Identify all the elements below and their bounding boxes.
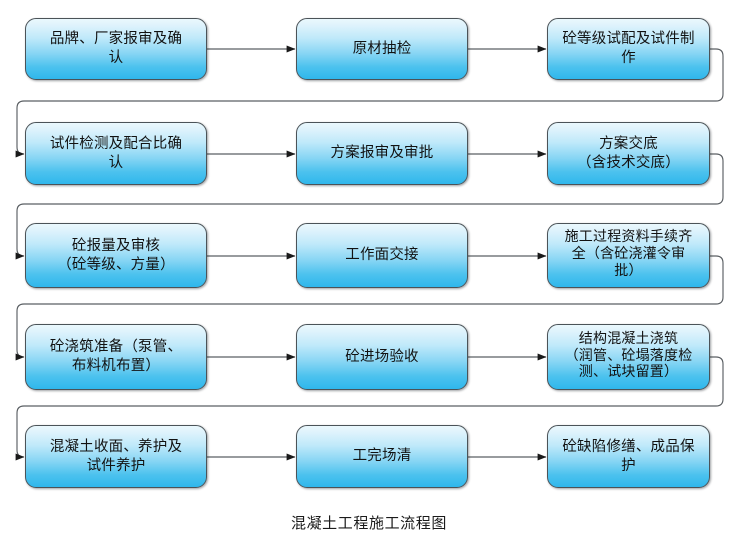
process-box-n13[interactable]: 混凝土收面、养护及 试件养护 [25,425,207,488]
process-box-n5[interactable]: 方案报审及审批 [296,122,468,185]
process-box-n8[interactable]: 工作面交接 [296,223,468,288]
process-box-n9[interactable]: 施工过程资料手续齐 全（含砼浇灌令审 批） [547,223,710,288]
process-box-label: 砼进场验收 [345,348,419,365]
process-box-label: 施工过程资料手续齐 全（含砼浇灌令审 批） [564,230,693,279]
process-box-n7[interactable]: 砼报量及审核 （砼等级、方量） [25,223,207,288]
process-box-label: 方案交底 （含技术交底） [577,135,680,171]
process-box-label: 砼浇筑准备（泵管、 布料机布置） [49,339,183,374]
process-box-n2[interactable]: 原材抽检 [296,18,468,80]
process-box-label: 试件检测及配合比确 认 [49,135,183,171]
process-box-n14[interactable]: 工完场清 [296,425,468,488]
process-box-label: 砼等级试配及试件制 作 [562,31,695,66]
process-box-label: 砼缺陷修缮、成品保 护 [562,438,695,474]
process-box-label: 方案报审及审批 [330,145,434,162]
process-box-n6[interactable]: 方案交底 （含技术交底） [547,122,710,185]
process-box-n4[interactable]: 试件检测及配合比确 认 [25,122,207,185]
process-box-n12[interactable]: 结构混凝土浇筑 （润管、砼塌落度检 测、试块留置） [547,324,710,390]
process-box-n1[interactable]: 品牌、厂家报审及确 认 [25,18,207,80]
process-box-label: 工完场清 [352,448,412,465]
process-box-label: 混凝土收面、养护及 试件养护 [49,438,183,474]
process-box-label: 砼报量及审核 （砼等级、方量） [57,237,175,273]
process-box-label: 工作面交接 [345,247,419,264]
process-box-label: 品牌、厂家报审及确 认 [49,31,183,66]
process-box-label: 结构混凝土浇筑 （润管、砼塌落度检 测、试块留置） [564,331,693,381]
process-box-n3[interactable]: 砼等级试配及试件制 作 [547,18,710,80]
process-box-n15[interactable]: 砼缺陷修缮、成品保 护 [547,425,710,488]
process-box-n10[interactable]: 砼浇筑准备（泵管、 布料机布置） [25,324,207,390]
process-box-n11[interactable]: 砼进场验收 [296,324,468,390]
process-box-label: 原材抽检 [352,40,412,57]
figure-caption: 混凝土工程施工流程图 [290,516,447,532]
